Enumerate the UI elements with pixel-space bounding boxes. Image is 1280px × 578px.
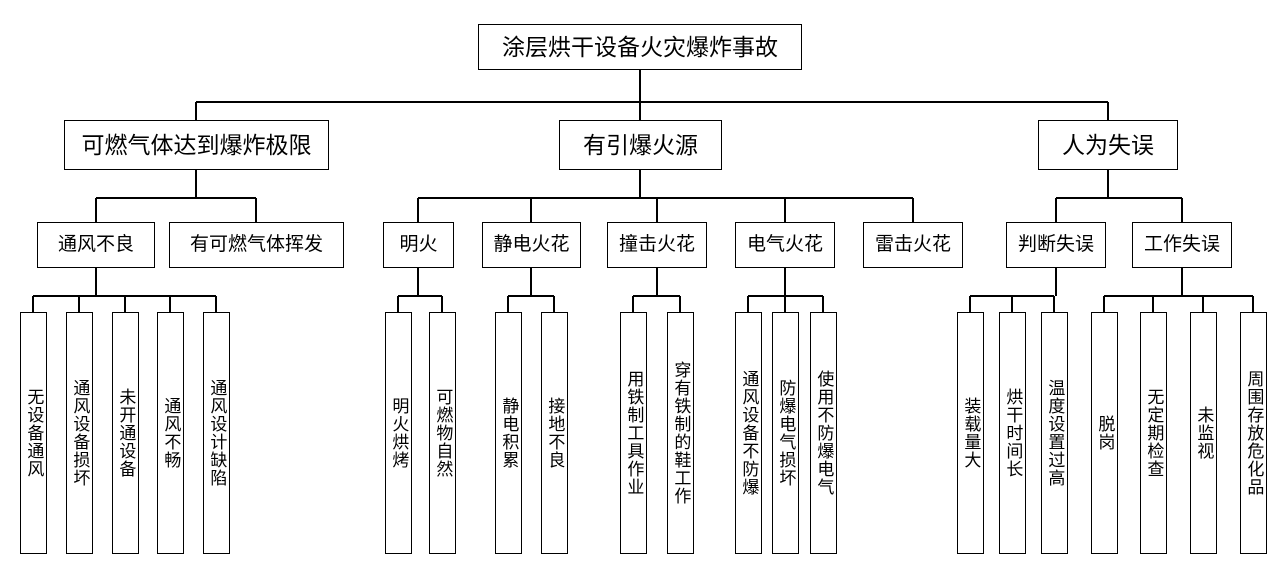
leaf-node-combustible-self-ignition[interactable]: 可燃物自然 <box>429 312 456 554</box>
leaf-node-off-post[interactable]: 脱岗 <box>1091 312 1118 554</box>
leaf-node-non-explosion-proof-electrical-used[interactable]: 使用不防爆电气 <box>810 312 837 554</box>
level2-node-poor-ventilation[interactable]: 通风不良 <box>37 222 155 268</box>
leaf-node-open-flame-baking[interactable]: 明火烘烤 <box>385 312 412 554</box>
level2-node-work-error[interactable]: 工作失误 <box>1132 222 1232 268</box>
leaf-node-ventilation-equipment-damaged[interactable]: 通风设备损坏 <box>66 312 93 554</box>
level2-node-lightning-spark[interactable]: 雷击火花 <box>863 222 963 268</box>
leaf-node-ventilation-design-defect[interactable]: 通风设计缺陷 <box>203 312 230 554</box>
leaf-node-hazardous-chemicals-stored-nearby[interactable]: 周围存放危化品 <box>1240 312 1267 554</box>
leaf-node-ventilation-obstructed[interactable]: 通风不畅 <box>157 312 184 554</box>
level2-node-electrical-spark[interactable]: 电气火花 <box>735 222 835 268</box>
leaf-node-long-drying-time[interactable]: 烘干时间长 <box>999 312 1026 554</box>
level2-node-gas-evaporation[interactable]: 有可燃气体挥发 <box>169 222 344 268</box>
leaf-node-temperature-set-too-high[interactable]: 温度设置过高 <box>1041 312 1068 554</box>
leaf-node-no-regular-inspection[interactable]: 无定期检查 <box>1140 312 1167 554</box>
level2-node-impact-spark[interactable]: 撞击火花 <box>607 222 707 268</box>
root-node[interactable]: 涂层烘干设备火灾爆炸事故 <box>478 24 802 70</box>
leaf-node-poor-grounding[interactable]: 接地不良 <box>541 312 568 554</box>
leaf-node-iron-shoes-worn[interactable]: 穿有铁制的鞋工作 <box>667 312 694 554</box>
level1-node-ignition-source[interactable]: 有引爆火源 <box>559 120 722 170</box>
leaf-node-ventilation-equipment-not-explosion-proof[interactable]: 通风设备不防爆 <box>735 312 762 554</box>
level1-node-human-error[interactable]: 人为失误 <box>1038 120 1178 170</box>
leaf-node-no-ventilation-equipment[interactable]: 无设备通风 <box>20 312 47 554</box>
level2-node-judgement-error[interactable]: 判断失误 <box>1006 222 1106 268</box>
level2-node-static-spark[interactable]: 静电火花 <box>482 222 581 268</box>
level1-node-flammable-gas-limit[interactable]: 可燃气体达到爆炸极限 <box>64 120 329 170</box>
leaf-node-no-monitoring[interactable]: 未监视 <box>1190 312 1217 554</box>
level2-node-open-flame[interactable]: 明火 <box>383 222 454 268</box>
leaf-node-explosion-proof-electrical-damaged[interactable]: 防爆电气损坏 <box>772 312 799 554</box>
leaf-node-large-load[interactable]: 装载量大 <box>957 312 984 554</box>
leaf-node-equipment-not-turned-on[interactable]: 未开通设备 <box>112 312 139 554</box>
leaf-node-static-accumulation[interactable]: 静电积累 <box>495 312 522 554</box>
leaf-node-iron-tool-operation[interactable]: 用铁制工具作业 <box>620 312 647 554</box>
